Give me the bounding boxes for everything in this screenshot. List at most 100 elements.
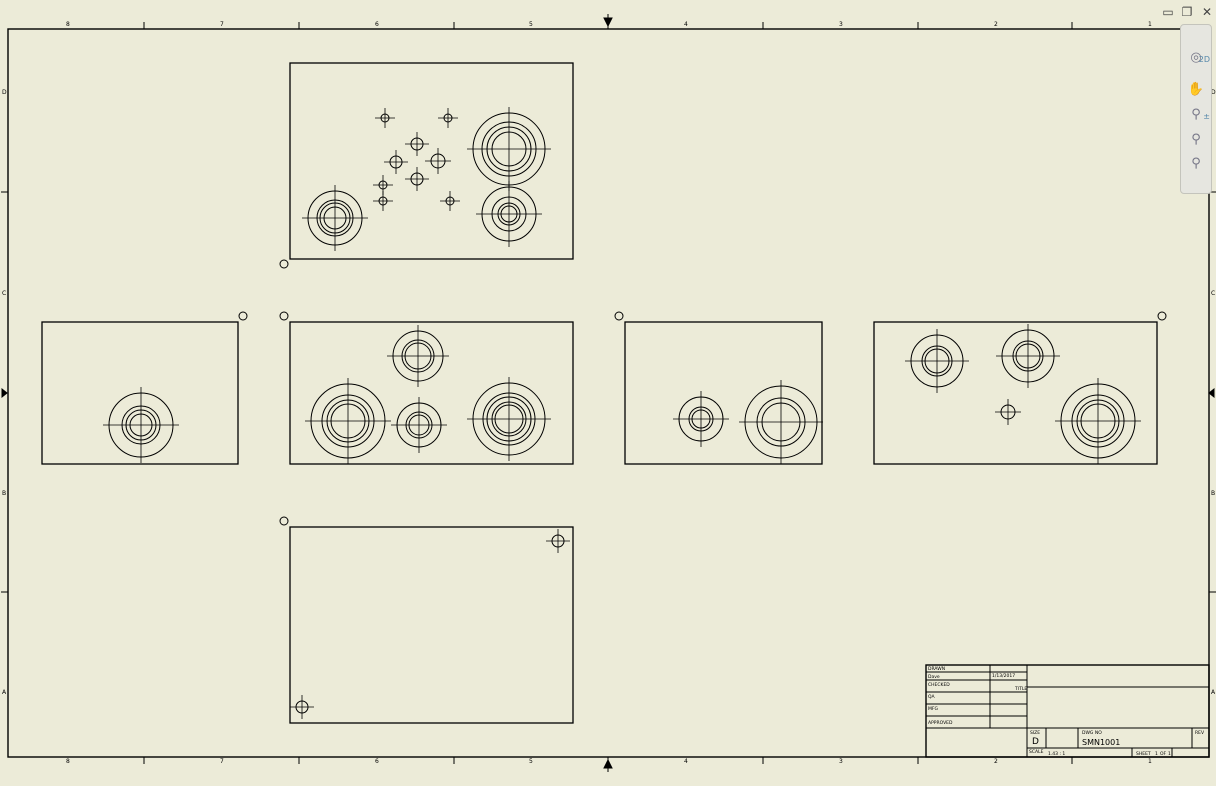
hole[interactable] <box>375 108 395 128</box>
tb-mfg-label: MFG <box>928 706 938 712</box>
hand-pan-icon: ✋ <box>1187 82 1205 97</box>
tb-title-label: TITLE <box>1014 686 1027 692</box>
zoom-window-button[interactable]: ⚲ <box>1181 153 1211 175</box>
top-view[interactable] <box>289 62 574 260</box>
tb-sheet-label: SHEET <box>1136 751 1151 757</box>
top-zone-6: 6 <box>375 21 379 28</box>
bottom-view[interactable] <box>289 526 574 724</box>
hole[interactable] <box>739 380 823 464</box>
hole[interactable] <box>673 391 729 447</box>
hole[interactable] <box>905 329 969 393</box>
hole[interactable] <box>467 377 551 461</box>
top-zone-ruler <box>1 22 1216 764</box>
hole[interactable] <box>103 387 179 463</box>
left-view[interactable] <box>41 321 239 465</box>
top-zone-2: 2 <box>994 21 998 28</box>
zoom-icon: ⚲ <box>1191 107 1201 122</box>
view-markers <box>238 259 1167 526</box>
right-zone-a: A <box>1211 689 1216 696</box>
hole[interactable] <box>996 324 1060 388</box>
tb-scale-value: 1.43 : 1 <box>1048 751 1065 757</box>
minimize-button[interactable]: ▭ <box>1160 4 1176 20</box>
top-zone-7: 7 <box>220 21 224 28</box>
right-view[interactable] <box>624 321 823 465</box>
hole[interactable] <box>1055 378 1141 464</box>
zoom-all-button[interactable]: ⚲ <box>1181 129 1211 151</box>
close-icon: ✕ <box>1201 5 1213 19</box>
tb-of-label: OF <box>1160 751 1167 757</box>
minimize-icon: ▭ <box>1162 5 1174 19</box>
view-marker-right[interactable] <box>614 311 624 321</box>
bottom-zone-8: 8 <box>66 758 70 765</box>
tb-checked-label: CHECKED <box>928 682 950 688</box>
top-zone-3: 3 <box>839 21 843 28</box>
zoom-label: ± <box>1203 112 1210 121</box>
hole[interactable] <box>405 132 429 156</box>
hole[interactable] <box>384 150 408 174</box>
hole[interactable] <box>546 529 570 553</box>
top-zone-4: 4 <box>684 21 688 28</box>
pan-button[interactable]: ✋ <box>1181 79 1211 101</box>
bottom-zone-4: 4 <box>684 758 688 765</box>
tb-qa-label: QA <box>928 694 936 700</box>
left-zone-c: C <box>2 290 6 297</box>
sheet-border <box>7 28 1210 758</box>
nav-wheel-button[interactable]: ◎ 2D <box>1181 47 1211 69</box>
rear-view[interactable] <box>873 321 1158 465</box>
bottom-zone-2: 2 <box>994 758 998 765</box>
bottom-zone-6: 6 <box>375 758 379 765</box>
hole[interactable] <box>438 108 458 128</box>
hole[interactable] <box>476 181 542 247</box>
hole[interactable] <box>425 148 451 174</box>
navigation-bar[interactable]: ◎ 2D ✋ ⚲ ± ⚲ ⚲ <box>1180 24 1212 194</box>
hole[interactable] <box>440 191 460 211</box>
holes-layer <box>103 107 1141 719</box>
tb-approved-label: APPROVED <box>928 720 953 726</box>
tb-drawn-date: 1/13/2017 <box>992 673 1015 679</box>
hole[interactable] <box>387 325 449 387</box>
nav-wheel-label: 2D <box>1198 55 1210 64</box>
hole[interactable] <box>405 167 429 191</box>
left-zone-d: D <box>2 89 7 96</box>
tb-drawn-label: DRAWN <box>928 666 945 672</box>
bottom-zone-5: 5 <box>529 758 533 765</box>
centering-arrows <box>1 14 1215 772</box>
tb-dwg-value: SMN1001 <box>1082 738 1120 747</box>
left-zone-b: B <box>2 490 6 497</box>
close-button[interactable]: ✕ <box>1199 4 1215 20</box>
right-zone-d: D <box>1211 89 1216 96</box>
hole[interactable] <box>290 695 314 719</box>
tb-drawn-name: Dave <box>928 674 940 680</box>
hole[interactable] <box>305 378 391 464</box>
zoom-button[interactable]: ⚲ ± <box>1181 104 1211 126</box>
view-marker-left[interactable] <box>238 311 248 321</box>
left-zone-a: A <box>2 689 7 696</box>
view-marker-front[interactable] <box>279 311 289 321</box>
title-block <box>925 664 1210 758</box>
top-zone-1: 1 <box>1148 21 1152 28</box>
top-zone-5: 5 <box>529 21 533 28</box>
view-marker-bottom[interactable] <box>279 516 289 526</box>
tb-dwg-label: DWG NO <box>1082 730 1102 736</box>
bottom-zone-3: 3 <box>839 758 843 765</box>
tb-size-label: SIZE <box>1030 730 1040 736</box>
tb-size-value: D <box>1032 737 1039 747</box>
hole[interactable] <box>995 399 1021 425</box>
bottom-zone-7: 7 <box>220 758 224 765</box>
zoom-all-icon: ⚲ <box>1191 132 1201 147</box>
view-marker-rear[interactable] <box>1157 311 1167 321</box>
top-zone-8: 8 <box>66 21 70 28</box>
front-view[interactable] <box>289 321 574 465</box>
tb-of-value: 1 <box>1168 751 1171 757</box>
steering-wheel-icon: ◎ <box>1190 50 1202 65</box>
restore-button[interactable]: ❐ <box>1179 4 1195 20</box>
restore-icon: ❐ <box>1181 5 1193 19</box>
hole[interactable] <box>373 191 393 211</box>
hole[interactable] <box>391 397 447 453</box>
zoom-window-icon: ⚲ <box>1191 156 1201 171</box>
view-marker-top[interactable] <box>279 259 289 269</box>
hole[interactable] <box>302 185 368 251</box>
hole[interactable] <box>467 107 551 191</box>
tb-scale-label: SCALE <box>1029 749 1044 755</box>
